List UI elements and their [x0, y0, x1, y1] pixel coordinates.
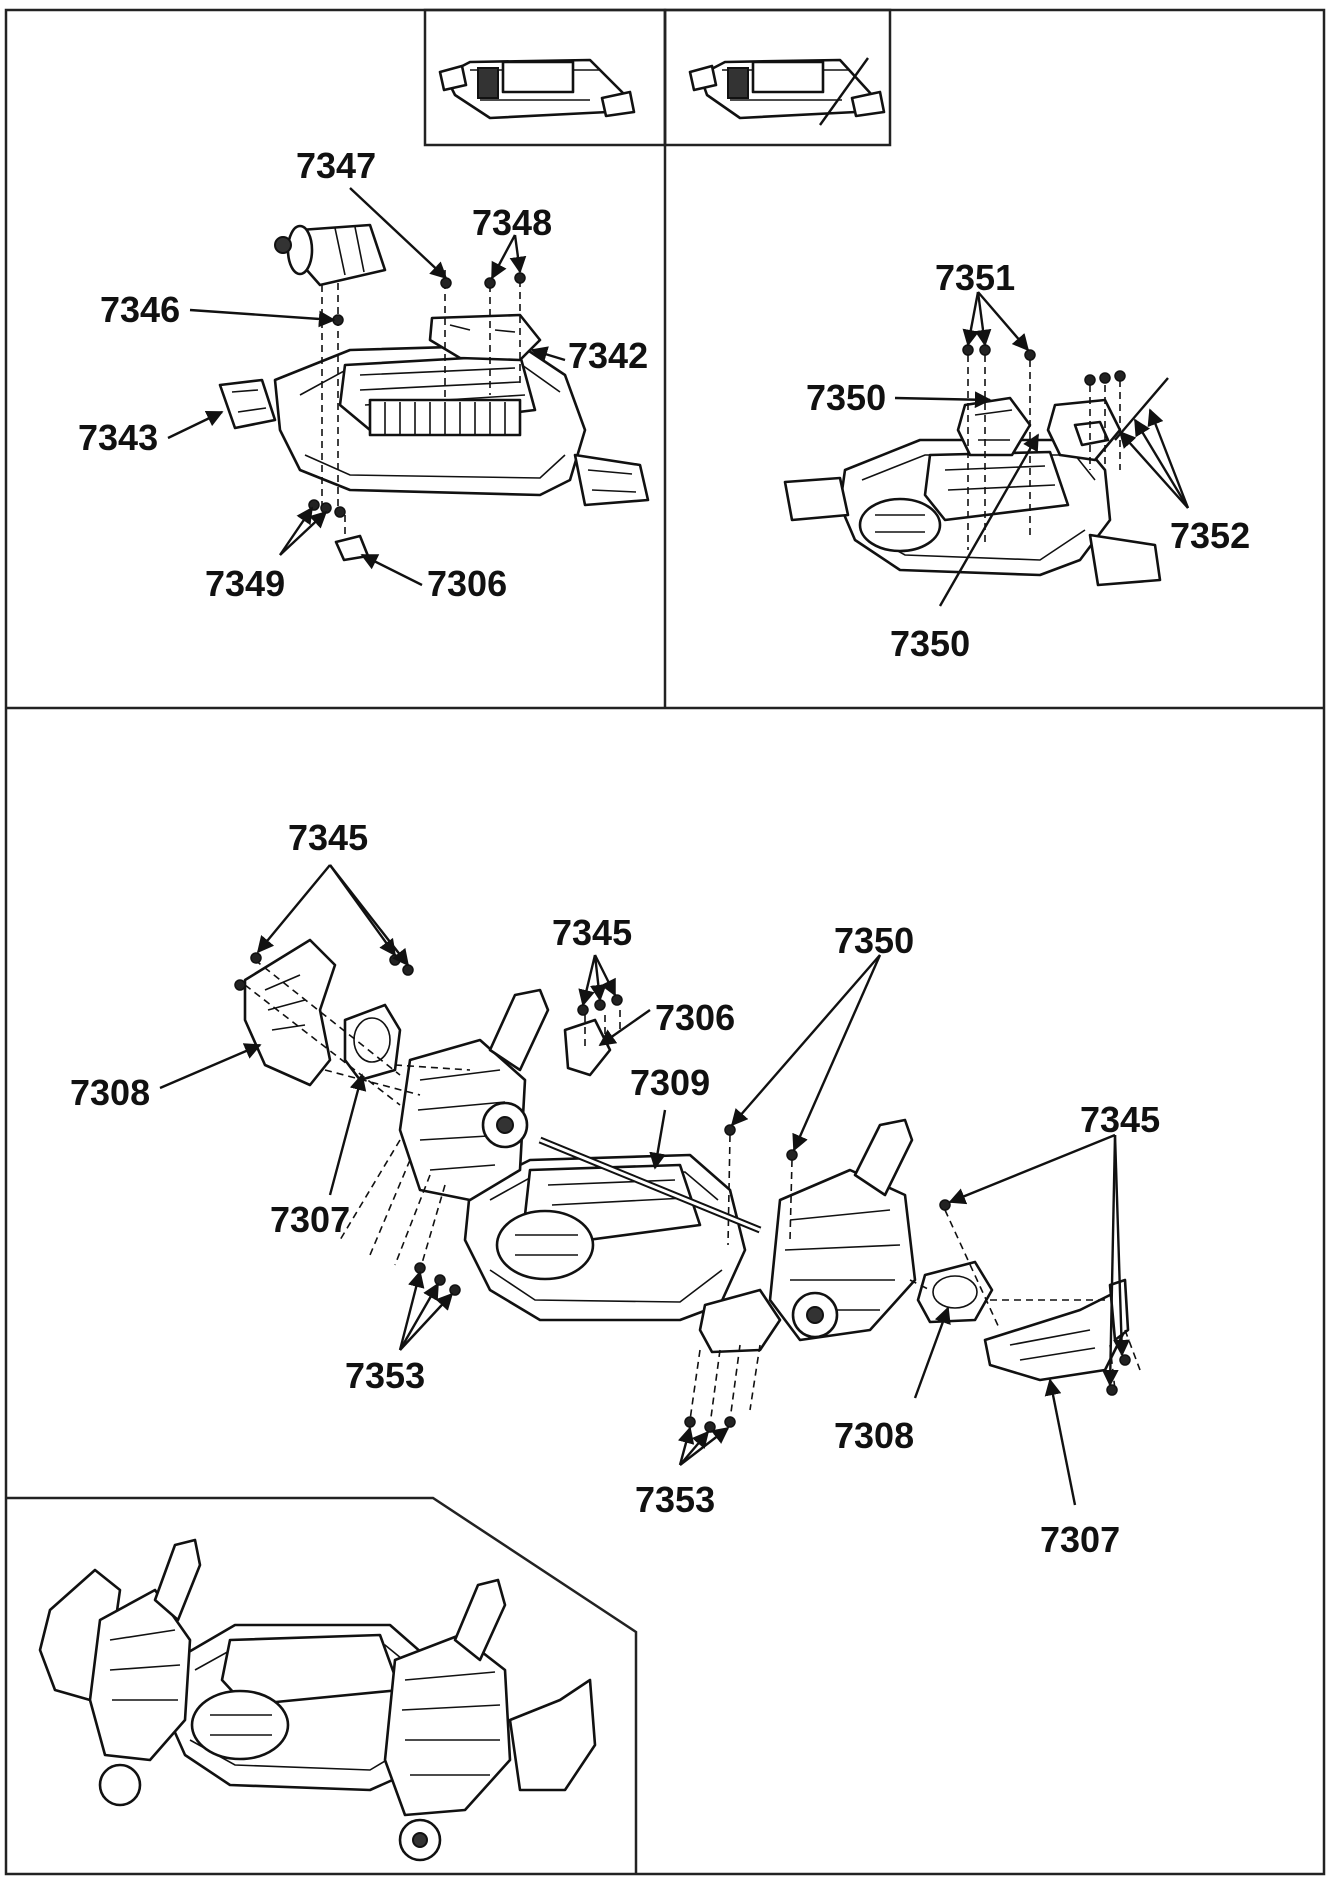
label-7308-right: 7308 — [834, 1415, 914, 1456]
front-plate-a — [218, 378, 277, 430]
label-7351: 7351 — [935, 257, 1015, 298]
motor-b — [858, 497, 942, 553]
rear-bumper-7307 — [983, 1288, 1127, 1382]
label-7346: 7346 — [100, 289, 180, 330]
label-7350-bottom: 7350 — [890, 623, 970, 664]
label-7343: 7343 — [78, 417, 158, 458]
label-7353-left: 7353 — [345, 1355, 425, 1396]
label-7308-left: 7308 — [70, 1072, 150, 1113]
reference-box-bottom — [6, 1496, 638, 1874]
esc-7350 — [956, 396, 1032, 457]
motor-mount-7306-c — [563, 1018, 612, 1077]
label-7306-a: 7306 — [427, 563, 507, 604]
label-7349: 7349 — [205, 563, 285, 604]
front-plate-b — [783, 476, 850, 522]
rear-bumper-mount-7308 — [916, 1260, 994, 1324]
label-7306-c: 7306 — [655, 997, 735, 1038]
thumbnail-chassis-left — [438, 58, 636, 120]
label-7345-right: 7345 — [1080, 1099, 1160, 1140]
label-7352: 7352 — [1170, 515, 1250, 556]
panel-electronics-install: 7351 7350 7352 7350 — [783, 257, 1250, 664]
rear-shock-tower — [853, 1118, 914, 1197]
motor-c — [495, 1209, 595, 1281]
label-7345-mid: 7345 — [552, 912, 632, 953]
label-7345-left: 7345 — [288, 817, 368, 858]
antenna-tube — [1114, 377, 1169, 441]
label-7353-mid: 7353 — [635, 1479, 715, 1520]
label-7348: 7348 — [472, 202, 552, 243]
front-bumper-7308 — [243, 938, 337, 1087]
front-shock-tower — [488, 988, 550, 1072]
reference-box-right — [663, 8, 892, 147]
label-7342: 7342 — [568, 335, 648, 376]
label-7307-left: 7307 — [270, 1199, 350, 1240]
label-7307-right: 7307 — [1040, 1519, 1120, 1560]
label-7309: 7309 — [630, 1062, 710, 1103]
panel-frames — [4, 8, 1326, 1876]
rear-plate-b — [1088, 533, 1162, 587]
front-gearbox — [398, 1038, 527, 1202]
rear-plate-a — [573, 453, 650, 507]
completed-chassis-view — [38, 1538, 597, 1862]
thumbnail-chassis-right — [688, 57, 886, 126]
panel-chassis-exploded: 7345 7345 7350 7306 7309 7308 7345 7307 … — [70, 817, 1160, 1560]
panel-motor-install: 7347 7348 7346 7342 7343 7349 7306 — [78, 145, 650, 604]
front-bumper-mount-7307 — [343, 1003, 402, 1082]
label-7350-top: 7350 — [806, 377, 886, 418]
label-7347: 7347 — [296, 145, 376, 186]
label-7350-c: 7350 — [834, 920, 914, 961]
